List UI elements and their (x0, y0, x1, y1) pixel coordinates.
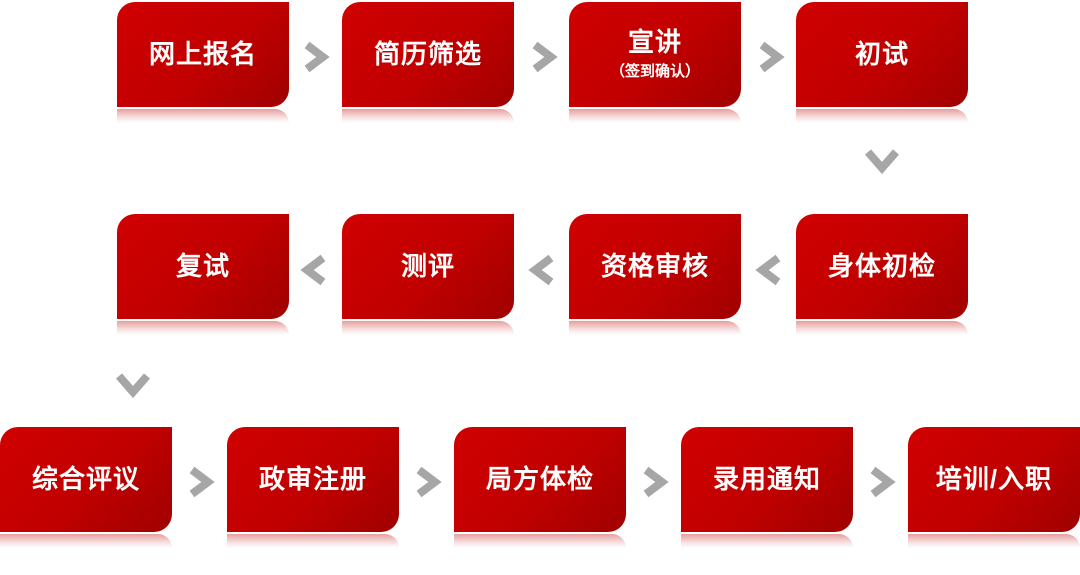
step-label: 局方体检 (485, 463, 594, 494)
step-reflection (117, 321, 289, 335)
step-assessment: 测评 (342, 214, 514, 319)
step-reflection (117, 109, 289, 123)
step-label: 录用通知 (712, 463, 821, 494)
step-reflection (454, 534, 626, 548)
step-reflection (796, 321, 968, 335)
step-resume-screening: 简历筛选 (342, 2, 514, 107)
step-reflection (342, 109, 514, 123)
step-comprehensive-review: 综合评议 (0, 427, 172, 532)
step-qualification-review: 资格审核 (569, 214, 741, 319)
chevron-right-icon (304, 41, 330, 73)
step-reflection (0, 534, 172, 548)
chevron-right-icon (870, 466, 896, 498)
step-label: 测评 (400, 250, 455, 281)
step-offer-notice: 录用通知 (681, 427, 853, 532)
step-label: 政审注册 (258, 463, 367, 494)
step-label: 网上报名 (148, 38, 257, 69)
step-bureau-physical: 局方体检 (454, 427, 626, 532)
step-second-interview: 复试 (117, 214, 289, 319)
step-background-check-registration: 政审注册 (227, 427, 399, 532)
step-label: 综合评议 (31, 463, 140, 494)
step-training-onboarding: 培训/入职 (908, 427, 1080, 532)
step-label: 培训/入职 (935, 463, 1053, 494)
chevron-down-icon (864, 149, 900, 175)
step-reflection (796, 109, 968, 123)
chevron-down-icon (115, 373, 151, 399)
step-label: 宣讲 (627, 27, 682, 58)
chevron-right-icon (189, 466, 215, 498)
step-first-interview: 初试 (796, 2, 968, 107)
chevron-right-icon (532, 41, 558, 73)
step-label: 复试 (175, 250, 230, 281)
chevron-right-icon (643, 466, 669, 498)
step-reflection (569, 109, 741, 123)
step-reflection (681, 534, 853, 548)
step-briefing: 宣讲 （签到确认） (569, 2, 741, 107)
step-label: 初试 (854, 38, 909, 69)
step-online-application: 网上报名 (117, 2, 289, 107)
step-reflection (342, 321, 514, 335)
chevron-left-icon (300, 254, 326, 286)
chevron-left-icon (528, 254, 554, 286)
step-label: 资格审核 (600, 250, 709, 281)
step-reflection (227, 534, 399, 548)
step-reflection (908, 534, 1080, 548)
step-preliminary-physical: 身体初检 (796, 214, 968, 319)
chevron-right-icon (416, 466, 442, 498)
step-sublabel: （签到确认） (609, 63, 700, 81)
chevron-left-icon (755, 254, 781, 286)
step-label: 身体初检 (827, 250, 936, 281)
chevron-right-icon (759, 41, 785, 73)
step-reflection (569, 321, 741, 335)
step-label: 简历筛选 (373, 38, 482, 69)
